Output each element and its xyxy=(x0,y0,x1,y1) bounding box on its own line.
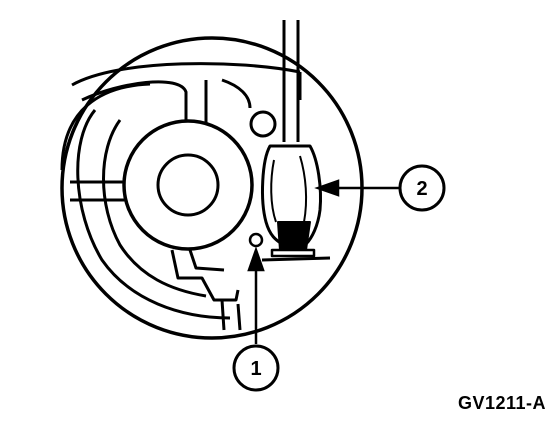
screwdriver-handle-shading xyxy=(270,155,308,223)
upper-port-hole xyxy=(249,110,277,138)
left-channel-inner xyxy=(102,119,207,298)
bottom-channel xyxy=(220,299,242,331)
callout-1-arrowhead xyxy=(247,246,265,272)
upper-inner-arch xyxy=(81,80,188,122)
callout-2-arrowhead xyxy=(314,179,340,197)
figure-id-label: GV1211-A xyxy=(457,393,546,413)
hub-inner xyxy=(156,153,220,217)
left-outer-channel xyxy=(60,82,151,171)
check-ball xyxy=(248,232,264,248)
lower-stem-right xyxy=(188,249,225,272)
left-channel-outline xyxy=(76,109,231,320)
callout-1-circle xyxy=(232,344,280,392)
callout-2: 2 xyxy=(398,164,446,212)
callout-2-number: 2 xyxy=(416,178,427,200)
upper-arch-passage xyxy=(71,62,301,87)
right-plate-edge xyxy=(261,72,331,262)
callout-1: 1 xyxy=(232,344,280,392)
screwdriver-shaft xyxy=(282,20,300,142)
leaders xyxy=(247,179,400,344)
callout-2-circle xyxy=(398,164,446,212)
central-hub xyxy=(122,119,254,251)
screwdriver-tip xyxy=(270,248,316,258)
upper-slot xyxy=(204,78,252,130)
callout-1-number: 1 xyxy=(250,358,261,380)
screwdriver xyxy=(261,20,322,258)
valve-body-passages xyxy=(60,62,331,331)
lower-stem xyxy=(170,249,240,302)
